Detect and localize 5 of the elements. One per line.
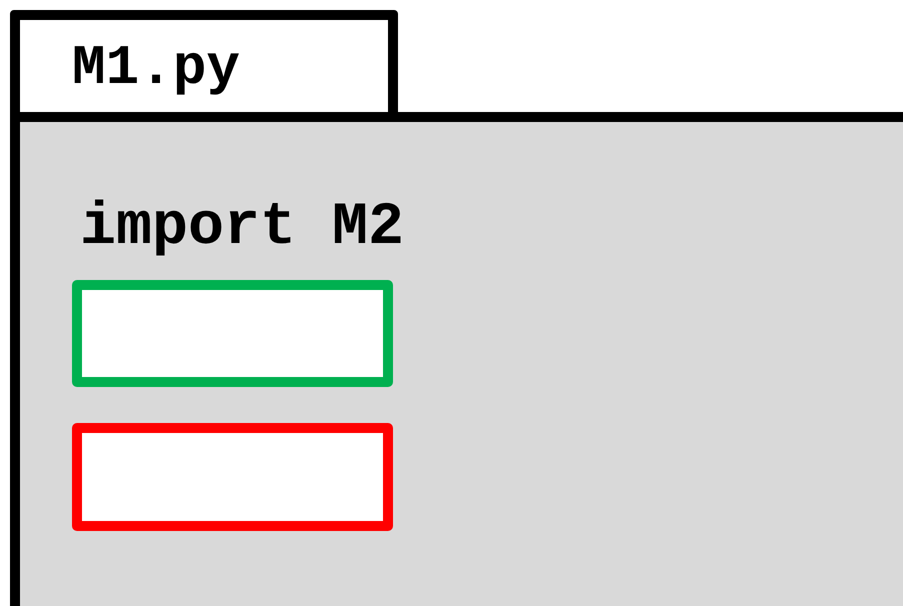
file-name: M1.py [72,40,240,96]
highlight-frame [72,280,393,387]
code-line: import M2 [80,198,404,258]
highlight-frame [72,423,393,531]
code-panel [10,112,903,606]
